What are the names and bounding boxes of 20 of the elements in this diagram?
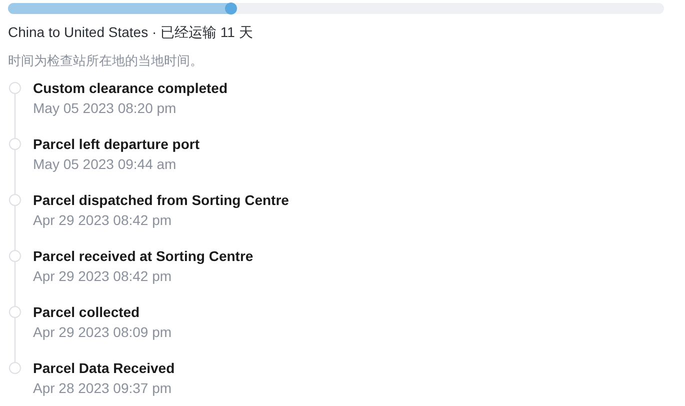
- timeline-dot: [9, 362, 21, 374]
- event-title: Custom clearance completed: [33, 79, 228, 97]
- timeline-dot: [9, 194, 21, 206]
- event-title: Parcel collected: [33, 303, 140, 321]
- timeline-dot: [9, 306, 21, 318]
- event-time: Apr 29 2023 08:42 pm: [33, 211, 172, 229]
- timeline-dot: [9, 138, 21, 150]
- event-time: Apr 29 2023 08:42 pm: [33, 267, 172, 285]
- timeline-dot: [9, 250, 21, 262]
- timeline-dot: [9, 82, 21, 94]
- event-title: Parcel received at Sorting Centre: [33, 247, 254, 265]
- event-title: Parcel left departure port: [33, 135, 200, 153]
- event-time: Apr 28 2023 09:37 pm: [33, 379, 172, 397]
- event-title: Parcel Data Received: [33, 359, 175, 377]
- route-summary: China to United States · 已经运输 11 天: [8, 23, 253, 41]
- event-time: May 05 2023 09:44 am: [33, 155, 176, 173]
- event-time: May 05 2023 08:20 pm: [33, 99, 176, 117]
- time-note: 时间为检查站所在地的当地时间。: [8, 52, 203, 69]
- event-time: Apr 29 2023 08:09 pm: [33, 323, 172, 341]
- event-title: Parcel dispatched from Sorting Centre: [33, 191, 289, 209]
